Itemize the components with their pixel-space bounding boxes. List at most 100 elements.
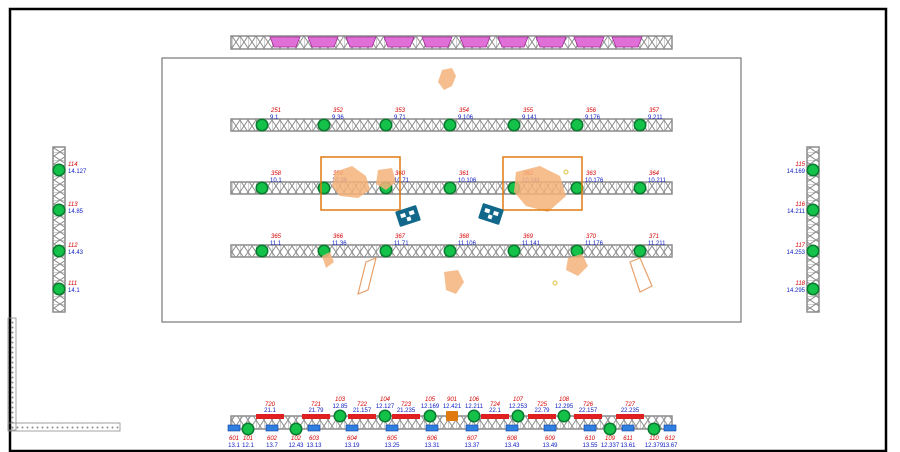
fixture-icon [635,246,645,256]
ground-unit-icon [543,424,557,432]
address-label: 12.211 [465,404,484,410]
channel-label: 117 [795,243,805,249]
fixture-icon [243,424,253,434]
channel-label: 722 [357,402,368,408]
fixture-icon [319,120,329,130]
drawing-border [8,7,888,452]
address-label: 11.176 [585,241,604,247]
address-label: 14.127 [68,169,87,175]
marker-dot [563,169,569,175]
address-label: 13.1 [228,443,240,449]
channel-label: 371 [649,234,659,240]
fixture-icon [635,183,645,193]
magenta-unit [535,36,567,48]
focus-area-left [320,156,401,211]
fixture-icon [635,120,645,130]
channel-label: 365 [271,234,282,240]
address-label: 14.295 [787,288,806,294]
channel-label: 727 [625,402,636,408]
address-label: 13.7 [266,443,278,449]
address-label: 12.43 [288,443,304,449]
fixture-icon [445,120,455,130]
address-label: 12.337 [601,443,620,449]
red-unit [574,414,602,419]
address-label: 12.127 [376,404,395,410]
truss-row-3: 36511.136611.3636711.7136811.10636911.14… [230,234,673,258]
address-label: 10.176 [585,178,604,184]
red-unit [348,414,376,419]
address-label: 9.71 [394,115,406,121]
channel-label: 370 [586,234,597,240]
address-label: 9.211 [648,115,663,121]
channel-label: 368 [459,234,470,240]
channel-label: 367 [395,234,406,240]
address-label: 22.1 [489,408,501,414]
address-label: 21.79 [308,408,324,414]
address-label: 21.235 [397,408,416,414]
address-label: 12.421 [443,404,462,410]
top-magenta-truss [230,35,673,50]
address-label: 9.36 [332,115,344,121]
ground-unit-icon [425,424,439,432]
tower-truss [806,146,820,313]
channel-label: 103 [335,397,346,403]
channel-label: 357 [649,108,660,114]
magenta-unit [345,36,377,48]
channel-label: 112 [68,243,78,249]
channel-label: 364 [649,171,660,177]
fixture-icon [257,183,267,193]
device-icon [395,205,421,227]
fixture-icon [54,165,64,175]
fixture-icon [291,424,301,434]
address-label: 9.106 [458,115,474,121]
magenta-unit [573,36,605,48]
channel-label: 354 [459,108,470,114]
address-label: 12.85 [332,404,348,410]
ground-unit-icon [307,424,321,432]
marker-dot [552,280,558,286]
channel-label: 110 [649,436,659,442]
orange-unit [446,411,458,421]
address-label: 13.55 [582,443,598,449]
address-label: 13.49 [542,443,558,449]
channel-label: 363 [586,171,597,177]
channel-label: 111 [68,281,77,287]
fixture-icon [509,246,519,256]
fixture-icon [572,246,582,256]
address-label: 10.211 [648,178,667,184]
channel-label: 105 [425,397,436,403]
ground-unit-icon [621,424,635,432]
tower-truss [52,146,66,313]
ground-unit-icon [265,424,279,432]
address-label: 22.157 [579,408,598,414]
channel-label: 251 [270,108,281,114]
magenta-unit [611,36,643,48]
fixture-icon [469,411,479,421]
fixture-icon [649,424,659,434]
fixture-icon [572,120,582,130]
address-label: 14.1 [68,288,80,294]
channel-label: 106 [469,397,480,403]
fixture-icon [808,205,818,215]
address-label: 13.25 [384,443,400,449]
corner-truss [7,317,121,432]
channel-label: 369 [523,234,534,240]
address-label: 11.211 [648,241,666,247]
address-label: 11.1 [270,241,282,247]
channel-label: 113 [68,202,78,208]
address-label: 10.106 [458,178,477,184]
channel-label: 609 [545,436,556,442]
fixture-icon [572,183,582,193]
ground-unit-icon [385,424,399,432]
channel-label: 355 [523,108,534,114]
fixture-icon [54,205,64,215]
red-unit [302,414,330,419]
address-label: 13.43 [504,443,520,449]
channel-label: 358 [271,171,282,177]
fixture-icon [808,284,818,294]
red-unit [616,414,644,419]
channel-label: 366 [333,234,344,240]
fixture-icon [381,246,391,256]
fixture-icon [257,246,267,256]
stage-outline [161,57,742,323]
